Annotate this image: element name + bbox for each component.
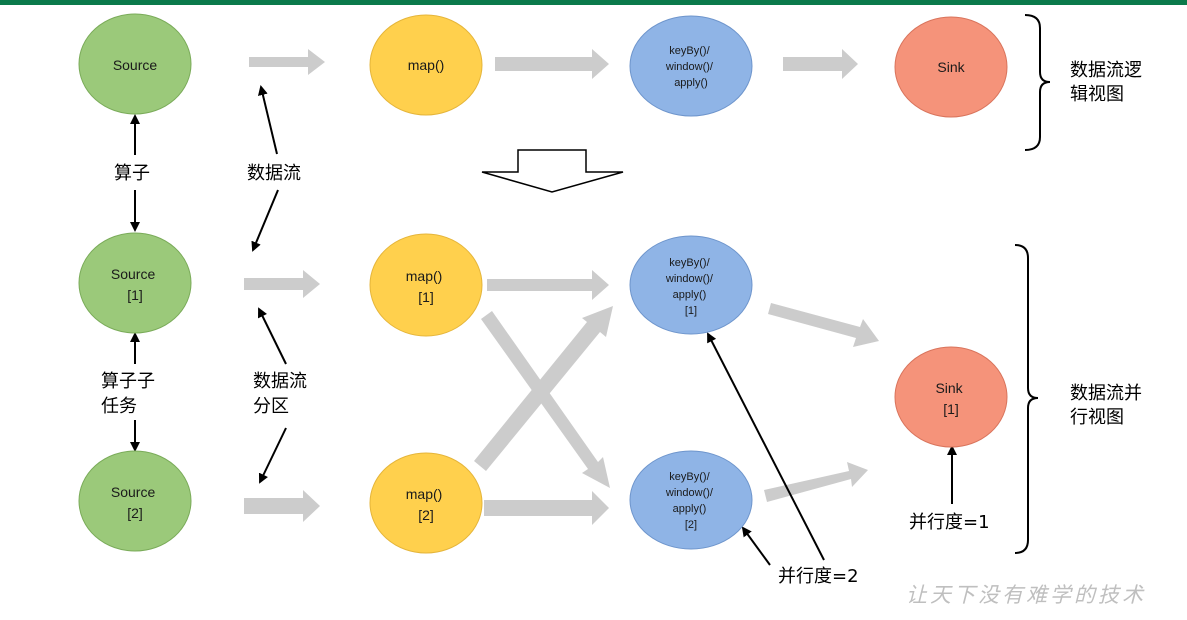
node-keyby-1-line4: [1] (685, 305, 697, 317)
node-keyby: keyBy()/ window()/ apply() (629, 15, 753, 117)
arrow-map2-to-keyby1 (474, 306, 613, 471)
grey-flow-arrows (244, 49, 879, 525)
node-keyby-line3: apply() (674, 77, 708, 89)
node-source-2: Source [2] (78, 450, 192, 552)
node-map-1-line1: map() (406, 268, 443, 284)
node-source-1-line2: [1] (127, 287, 143, 303)
node-keyby-2-line1: keyBy()/ (669, 471, 710, 483)
node-map-2: map() [2] (369, 452, 483, 554)
node-sink-label: Sink (937, 59, 965, 75)
svg-text:Source: Source (113, 57, 158, 73)
node-sink-1: Sink [1] (894, 346, 1008, 448)
node-source-2-line2: [2] (127, 505, 143, 521)
parallelism-1-label: 并行度=1 (909, 512, 990, 533)
top-accent-bar (0, 0, 1187, 5)
arrow-map1-to-keyby2 (481, 311, 610, 488)
svg-text:keyBy()/ window()/: keyBy()/ window()/ apply() [1] (665, 257, 716, 317)
parallel-view-brace (1014, 244, 1039, 554)
svg-text:map(): map() (408, 57, 445, 73)
node-keyby-line1: keyBy()/ (669, 45, 710, 57)
node-source-label: Source (113, 57, 158, 73)
subtask-label-line1: 算子子 (101, 371, 155, 392)
operator-label: 算子 (114, 163, 150, 184)
logical-view-brace (1024, 14, 1051, 151)
node-keyby-1-line1: keyBy()/ (669, 257, 710, 269)
partition-label: 数据流 分区 (253, 371, 313, 417)
node-map: map() (369, 14, 483, 116)
node-sink-1-line2: [1] (943, 401, 959, 417)
node-sink: Sink (894, 16, 1008, 118)
annotation-arrows (130, 85, 957, 566)
logical-view-label-line2: 辑视图 (1070, 84, 1124, 105)
node-keyby-2: keyBy()/ window()/ apply() [2] (629, 450, 753, 550)
node-map-1: map() [1] (369, 233, 483, 337)
partition-arrow-down (258, 427, 287, 484)
node-map-2-line1: map() (406, 486, 443, 502)
node-keyby-1-line3: apply() (673, 289, 707, 301)
subtask-label-line2: 任务 (101, 396, 137, 417)
dataflow-label: 数据流 (247, 163, 301, 184)
logical-view-label-line1: 数据流逻 (1070, 60, 1142, 81)
partition-label-line1: 数据流 (253, 371, 307, 392)
node-keyby-line2: window()/ (665, 61, 714, 73)
node-keyby-2-line3: apply() (673, 503, 707, 515)
arrow-source1-to-map1 (244, 270, 320, 298)
node-keyby-1: keyBy()/ window()/ apply() [1] (629, 235, 753, 335)
dataflow-arrow-up (257, 85, 278, 155)
node-source-1-line1: Source (111, 266, 156, 282)
transition-down-arrow (481, 149, 624, 193)
svg-text:map() [2]: map() [2] (406, 486, 446, 523)
parallelism2-arrow-to-keyby2 (741, 526, 771, 566)
parallelism2-arrow-to-keyby1 (707, 332, 825, 561)
arrow-keyby2-to-sink1 (764, 462, 868, 502)
node-map-2-line2: [2] (418, 507, 434, 523)
node-source: Source (78, 13, 192, 115)
partition-arrow-up (258, 307, 287, 365)
svg-text:Sink [1]: Sink [1] (935, 380, 966, 417)
node-source-1: Source [1] (78, 232, 192, 334)
svg-text:Source [1]: Source [1] (111, 266, 159, 303)
node-keyby-1-line2: window()/ (665, 273, 714, 285)
node-keyby-2-line2: window()/ (665, 487, 714, 499)
svg-text:map() [1]: map() [1] (406, 268, 446, 305)
arrow-map1-to-keyby1 (487, 270, 609, 300)
node-map-1-line2: [1] (418, 289, 434, 305)
arrow-source2-to-map2 (244, 490, 320, 522)
svg-text:keyBy()/ window()/: keyBy()/ window()/ apply() (665, 45, 716, 89)
node-source-2-line1: Source (111, 484, 156, 500)
node-map-label: map() (408, 57, 445, 73)
parallel-view-label-line2: 行视图 (1070, 407, 1124, 428)
arrow-map2-to-keyby2 (484, 491, 609, 525)
parallel-view-label-line1: 数据流并 (1070, 383, 1142, 404)
node-sink-1-line1: Sink (935, 380, 963, 396)
svg-text:Source [2]: Source [2] (111, 484, 159, 521)
dataflow-arrow-down (251, 189, 279, 252)
arrow-map-to-keyby (495, 49, 609, 79)
arrow-source-to-map (249, 49, 325, 75)
subtask-label: 算子子 任务 (101, 371, 161, 417)
arrow-keyby1-to-sink1 (768, 303, 879, 347)
watermark-slogan: 让天下没有难学的技术 (906, 583, 1146, 607)
parallelism-2-label: 并行度=2 (778, 566, 859, 587)
svg-text:keyBy()/ window()/: keyBy()/ window()/ apply() [2] (665, 471, 716, 531)
node-keyby-2-line4: [2] (685, 519, 697, 531)
logical-view-label: 数据流逻 辑视图 (1070, 60, 1148, 105)
partition-label-line2: 分区 (253, 396, 289, 417)
svg-text:Sink: Sink (937, 59, 965, 75)
parallel-view-label: 数据流并 行视图 (1070, 383, 1148, 428)
arrow-keyby-to-sink (783, 49, 858, 79)
